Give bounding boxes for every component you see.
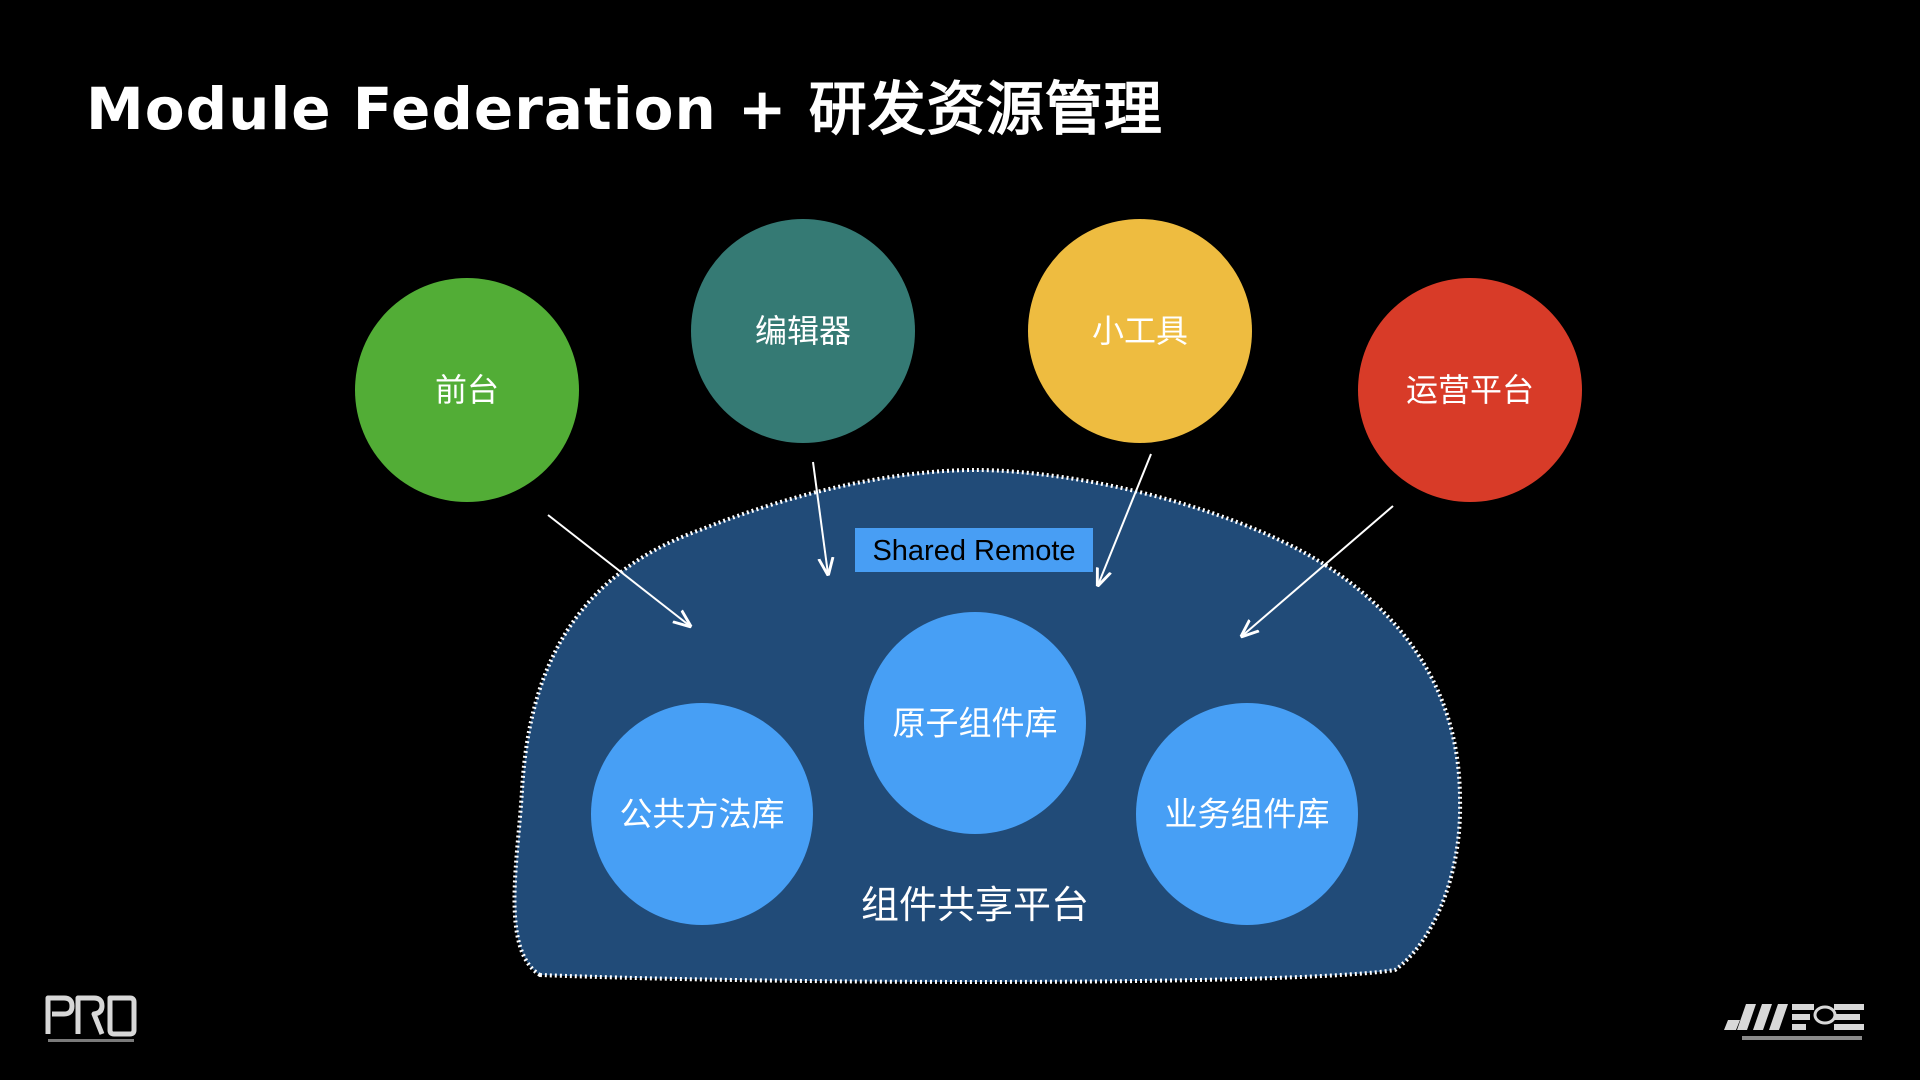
jdfe-logo-icon [1724,1004,1864,1040]
consumer-node-frontend: 前台 [355,278,579,502]
arrow-tools [1098,453,1152,585]
consumer-node-frontend-label: 前台 [435,371,499,409]
platform-label: 组件共享平台 [861,883,1089,927]
inner-node-utils: 公共方法库 [591,703,813,925]
arrow-operations [1242,505,1394,636]
consumer-node-editor-label: 编辑器 [755,312,851,350]
inner-node-atomic-circle [864,612,1086,834]
inner-node-business: 业务组件库 [1136,703,1358,925]
inner-node-business-circle [1136,703,1358,925]
consumer-node-tools-circle [1028,219,1252,443]
consumer-node-tools: 小工具 [1028,219,1252,443]
shared-remote-text: Shared Remote [872,535,1075,567]
consumer-node-editor: 编辑器 [691,219,915,443]
pro-logo-icon [45,995,137,1042]
inner-node-atomic-label: 原子组件库 [893,704,1058,743]
inner-node-utils-circle [591,703,813,925]
consumer-node-frontend-circle [355,278,579,502]
consumer-node-operations-circle [1358,278,1582,502]
arrow-editor [812,461,828,574]
shared-remote-label: Shared Remote [855,528,1093,572]
inner-node-utils-label: 公共方法库 [620,795,785,834]
consumer-node-tools-label: 小工具 [1092,312,1188,350]
shared-remote-highlight [855,528,1093,572]
arrow-frontend [547,514,690,626]
inner-node-atomic: 原子组件库 [864,612,1086,834]
consumer-node-operations-label: 运营平台 [1406,371,1534,409]
inner-node-business-label: 业务组件库 [1165,795,1330,834]
consumer-node-operations: 运营平台 [1358,278,1582,502]
slide-title: Module Federation + 研发资源管理 [86,75,1163,143]
consumer-node-editor-circle [691,219,915,443]
